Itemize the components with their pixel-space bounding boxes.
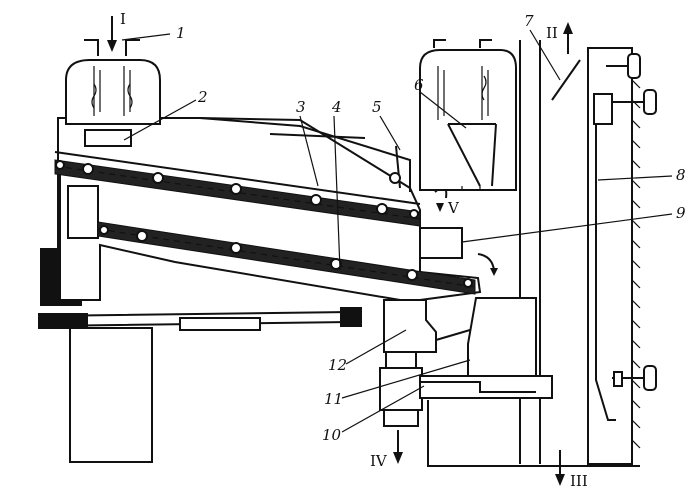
upper-sieve	[54, 151, 421, 227]
callout-3: 3	[296, 98, 306, 116]
flow-arrow-I	[107, 16, 117, 52]
lower-sieve	[97, 221, 476, 295]
callout-2: 2	[197, 88, 208, 106]
air-channel	[519, 40, 581, 464]
leader-lines	[121, 29, 673, 433]
callout-10: 10	[322, 426, 342, 444]
drive-belt	[38, 307, 362, 331]
flow-arrow-II	[563, 22, 573, 54]
flow-label-II: II	[546, 24, 558, 42]
fraction-v-box	[419, 186, 463, 259]
callout-4: 4	[331, 98, 342, 116]
main-housing	[57, 117, 482, 301]
flow-arrow-IV	[393, 430, 403, 464]
flow-label-III: III	[570, 472, 588, 490]
settling-tray	[419, 375, 553, 399]
support-column	[69, 327, 153, 463]
discharge-arrow	[477, 253, 498, 276]
outlet-cylinder	[379, 351, 423, 427]
rod-lever	[269, 133, 401, 189]
inlet-hopper	[65, 39, 161, 147]
flow-arrow-III	[555, 450, 565, 486]
flow-label-IV: IV	[370, 452, 388, 470]
flow-label-I: I	[120, 10, 126, 28]
callout-9: 9	[676, 204, 686, 222]
adjusting-screw-bottom	[612, 365, 657, 391]
collecting-hopper	[383, 297, 537, 389]
callout-5: 5	[372, 98, 382, 116]
callout-7: 7	[524, 12, 534, 30]
callout-1: 1	[176, 24, 186, 42]
callout-12: 12	[328, 356, 347, 374]
flow-label-V: V	[447, 199, 460, 217]
callout-6: 6	[414, 76, 424, 94]
callout-8: 8	[676, 166, 686, 184]
aspirator-duct	[419, 39, 517, 191]
callout-11: 11	[324, 390, 343, 408]
adjusting-screw-top	[593, 53, 657, 125]
base-frame	[427, 400, 640, 467]
